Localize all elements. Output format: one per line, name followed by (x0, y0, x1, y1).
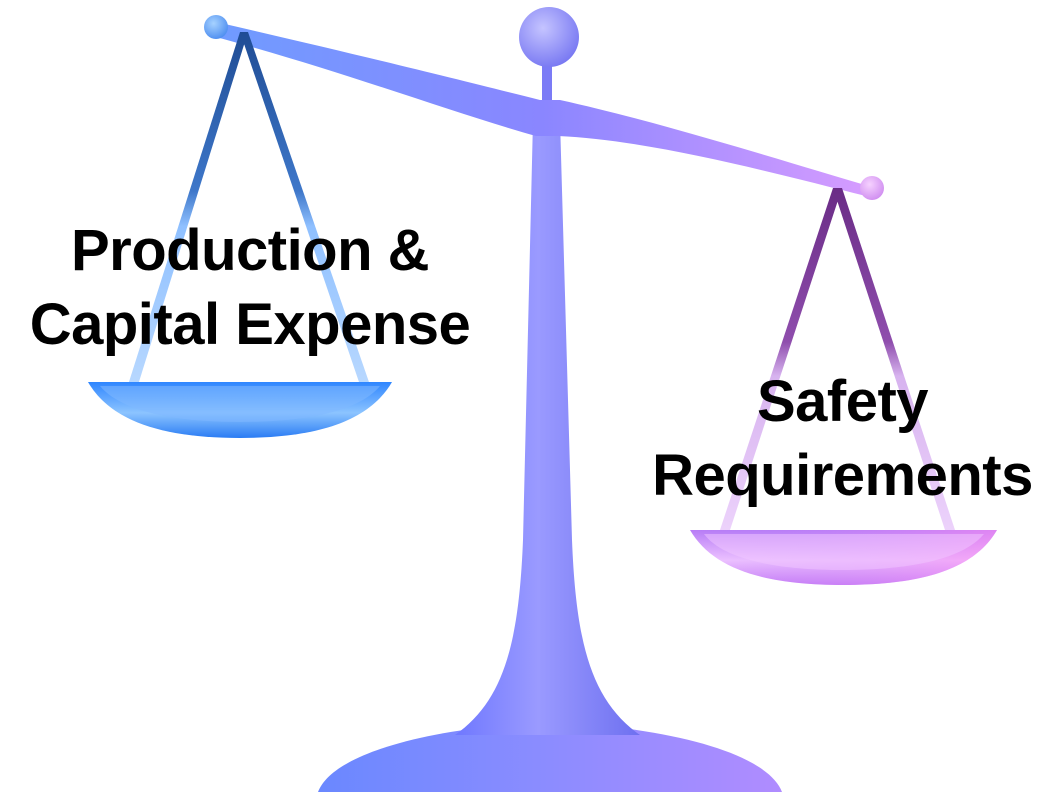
left-pan-chains (128, 32, 370, 385)
scale-stem (542, 56, 552, 126)
scale-post (455, 120, 640, 735)
scale-base (318, 725, 782, 792)
left-pan (88, 382, 392, 438)
right-pan (690, 530, 997, 585)
right-beam-tip (860, 176, 884, 200)
scale-beam (212, 22, 872, 196)
left-label-line2: Capital Expense (29, 292, 471, 357)
right-label-line2: Requirements (652, 443, 1033, 508)
right-pan-chains (720, 188, 955, 530)
left-label-line1: Production & (70, 218, 430, 283)
right-pan-label: Safety Requirements (630, 365, 1055, 513)
left-pan-label: Production & Capital Expense (0, 214, 500, 362)
left-beam-tip (204, 15, 228, 39)
scale-top-ball (519, 7, 579, 67)
right-label-line1: Safety (756, 369, 929, 434)
